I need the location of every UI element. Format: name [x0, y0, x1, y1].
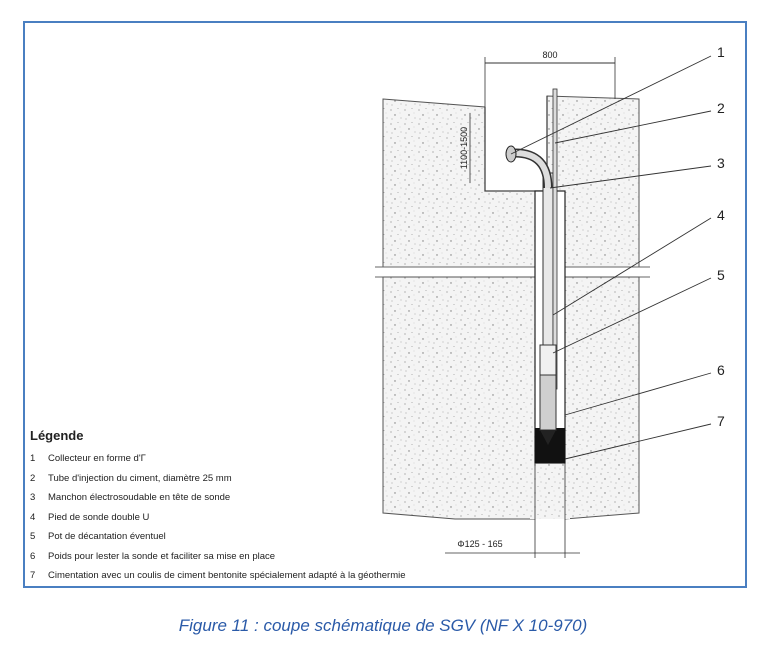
leader-6 — [564, 372, 712, 416]
leader-3 — [549, 165, 712, 189]
grout-fill — [535, 428, 565, 463]
legend-item: 6 Poids pour lester la sonde et facilite… — [30, 547, 590, 567]
legend-item: 4 Pied de sonde double U — [30, 508, 590, 528]
callout-5: 5 — [717, 267, 725, 283]
legend-item-number: 5 — [30, 531, 36, 542]
dim-width-label: 800 — [542, 50, 557, 60]
soil-lower-mid — [530, 463, 570, 519]
legend: Légende 1 Collecteur en forme d'Γ 2 Tube… — [30, 428, 590, 586]
legend-item-number: 3 — [30, 492, 36, 503]
callout-1: 1 — [717, 44, 725, 60]
legend-item: 2 Tube d'injection du ciment, diamètre 2… — [30, 469, 590, 489]
legend-item: 1 Collecteur en forme d'Γ — [30, 449, 590, 469]
injection-tube — [552, 88, 558, 390]
legend-item-text: Cimentation avec un coulis de ciment ben… — [48, 570, 406, 581]
leader-2 — [554, 110, 712, 144]
callout-6: 6 — [717, 362, 725, 378]
legend-item-text: Pot de décantation éventuel — [48, 531, 166, 542]
callout-7: 7 — [717, 413, 725, 429]
dim-diameter-label: Φ125 - 165 — [457, 539, 502, 549]
break-band — [375, 267, 650, 277]
pit-outline — [484, 96, 548, 192]
callout-2: 2 — [717, 100, 725, 116]
leader-4 — [552, 217, 712, 316]
leader-1 — [510, 55, 712, 155]
legend-item-text: Collecteur en forme d'Γ — [48, 453, 146, 464]
collector-bend-inner — [514, 150, 551, 189]
legend-item-number: 4 — [30, 511, 36, 523]
legend-item-text: Manchon électrosoudable en tête de sonde — [48, 492, 231, 503]
legend-item-text: Tube d'injection du ciment, diamètre 25 … — [48, 472, 232, 484]
borehole-diagram: 800 1100-1500 Φ125 - 165 1 2 3 4 5 6 7 — [375, 44, 725, 558]
callout-3: 3 — [717, 155, 725, 171]
legend-item: 3 Manchon électrosoudable en tête de son… — [30, 488, 590, 508]
legend-item-text: Pied de sonde double U — [48, 511, 150, 523]
legend-item-number: 1 — [30, 453, 36, 464]
soil-lower-left — [382, 276, 536, 520]
legend-item-number: 6 — [30, 550, 36, 562]
soil-upper-mid — [455, 183, 535, 267]
dim-depth-label: 1100-1500 — [459, 127, 469, 169]
figure-caption: Figure 11 : coupe schématique de SGV (NF… — [178, 616, 588, 635]
leader-7 — [564, 423, 712, 460]
figure-frame: 800 1100-1500 Φ125 - 165 1 2 3 4 5 6 7 — [23, 21, 747, 588]
legend-item-number: 2 — [30, 472, 36, 484]
weight — [539, 374, 557, 431]
legend-item-number: 7 — [30, 570, 36, 581]
legend-item: 7 Cimentation avec un coulis de ciment b… — [30, 566, 590, 586]
legend-item-text: Poids pour lester la sonde et faciliter … — [48, 550, 276, 562]
legend-title: Légende — [30, 428, 84, 443]
callout-4: 4 — [717, 207, 725, 223]
weight-tip — [540, 430, 556, 445]
leader-5 — [552, 277, 712, 354]
legend-item: 5 Pot de décantation éventuel — [30, 527, 590, 547]
probe-foot — [539, 344, 557, 376]
